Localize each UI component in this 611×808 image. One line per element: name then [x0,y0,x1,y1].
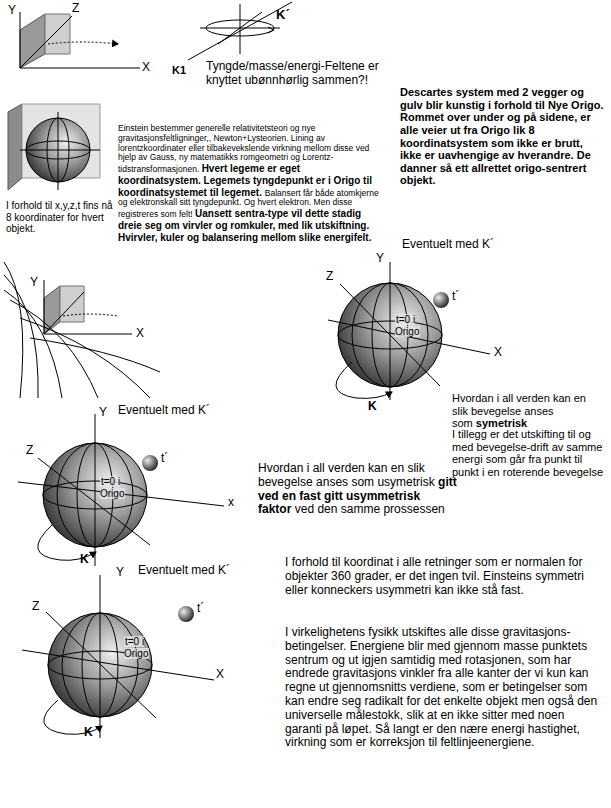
axis-label: X [136,326,144,340]
text-paragraph: Hvordan i all verden kan en slik bevegel… [452,392,604,430]
text-paragraph: Hvordan i all verden kan en slik bevegel… [258,462,458,517]
text-label: Y [30,276,38,290]
text-label: I tillegg er det utskifting til og med b… [452,428,604,479]
note-text: I forhold til x,y,z,t fins nå 8 koordina… [6,200,113,234]
text-label: Y [116,566,124,580]
text-run: ved den samme prossessen [295,502,445,516]
text-label: t=0 i Origo [395,314,439,337]
text-label: K´ [276,8,290,23]
axis-label: Z [72,1,79,15]
text-label: I virkelighetens fysikk utskiftes alle d… [285,626,603,750]
text-run: symetrisk [476,417,527,429]
text-label: X [142,61,150,75]
text-paragraph: Einstein bestemmer generelle relativitet… [118,124,380,243]
text-label: X [494,346,502,360]
note-text: I virkelighetens fysikk utskiftes alle d… [285,625,597,749]
axis-label: K1 [172,64,186,76]
text-label: I forhold til koordinat i alle retninger… [285,556,603,597]
axis-label: Z [32,599,39,613]
text-label: K [80,553,89,567]
text-label: Tyngde/masse/energi-Feltene er knyttet u… [206,60,394,88]
text-label: X [136,327,144,341]
text-label: K [84,726,93,740]
note-text: Tyngde/masse/energi-Feltene er knyttet u… [206,59,379,87]
text-label: Descartes system med 2 vegger og gulv bl… [400,86,605,187]
text-label: t´ [161,452,168,466]
text-label: t=0 i Origo [100,476,144,499]
axis-label: K [368,399,377,413]
text-label: t´ [197,602,204,616]
text-label: X [216,668,224,682]
text-run: Hvordan i all verden kan en slik bevegel… [258,461,435,489]
axis-label: Y [116,565,124,579]
note-text: Eventuelt med K´ [118,403,210,417]
note-text: t=0 i Origo [124,636,149,659]
text-label: K [368,400,377,414]
text-label: Z [326,270,333,284]
axis-label: X [142,60,150,74]
axis-label: Y [8,3,16,17]
text-label: Y [376,252,384,266]
text-label: Eventuelt med K´ [118,404,210,418]
text-label: Z [72,2,79,16]
axis-label: Y [30,275,38,289]
text-label: Eventuelt med K´ [402,238,494,252]
text-label: Y [8,4,16,18]
note-text: I tillegg er det utskifting til og med b… [452,428,603,478]
text-label: Z [26,444,33,458]
axis-label: K [84,725,93,739]
axis-label: Z [326,269,333,283]
text-label: Z [32,600,39,614]
note-text: Eventuelt med K´ [138,563,230,577]
note-text: Descartes system med 2 vegger og gulv bl… [400,86,604,186]
axis-label: x [228,495,234,509]
axis-label: K [80,552,89,566]
axis-label: Z [26,443,33,457]
axis-label: t´ [452,289,459,303]
text-label: t´ [452,290,459,304]
text-label: t=0 i Origo [124,636,168,659]
text-label: K1 [172,64,186,77]
axis-label: X [216,667,224,681]
axis-label: t´ [197,601,204,615]
note-text: t=0 i Origo [395,314,420,337]
axis-label: Y [376,251,384,265]
axis-label: X [494,345,502,359]
text-label: Y [99,406,107,420]
text-label: Eventuelt med K´ [138,564,230,578]
note-text: Eventuelt med K´ [402,237,494,251]
axis-label: t´ [161,451,168,465]
axis-label: Y [99,405,107,419]
axis-label: K´ [276,7,290,22]
text-label: x [228,496,234,510]
note-text: t=0 i Origo [100,476,125,499]
note-text: I forhold til koordinat i alle retninger… [285,555,584,597]
text-label: I forhold til x,y,z,t fins nå 8 koordina… [6,200,114,235]
